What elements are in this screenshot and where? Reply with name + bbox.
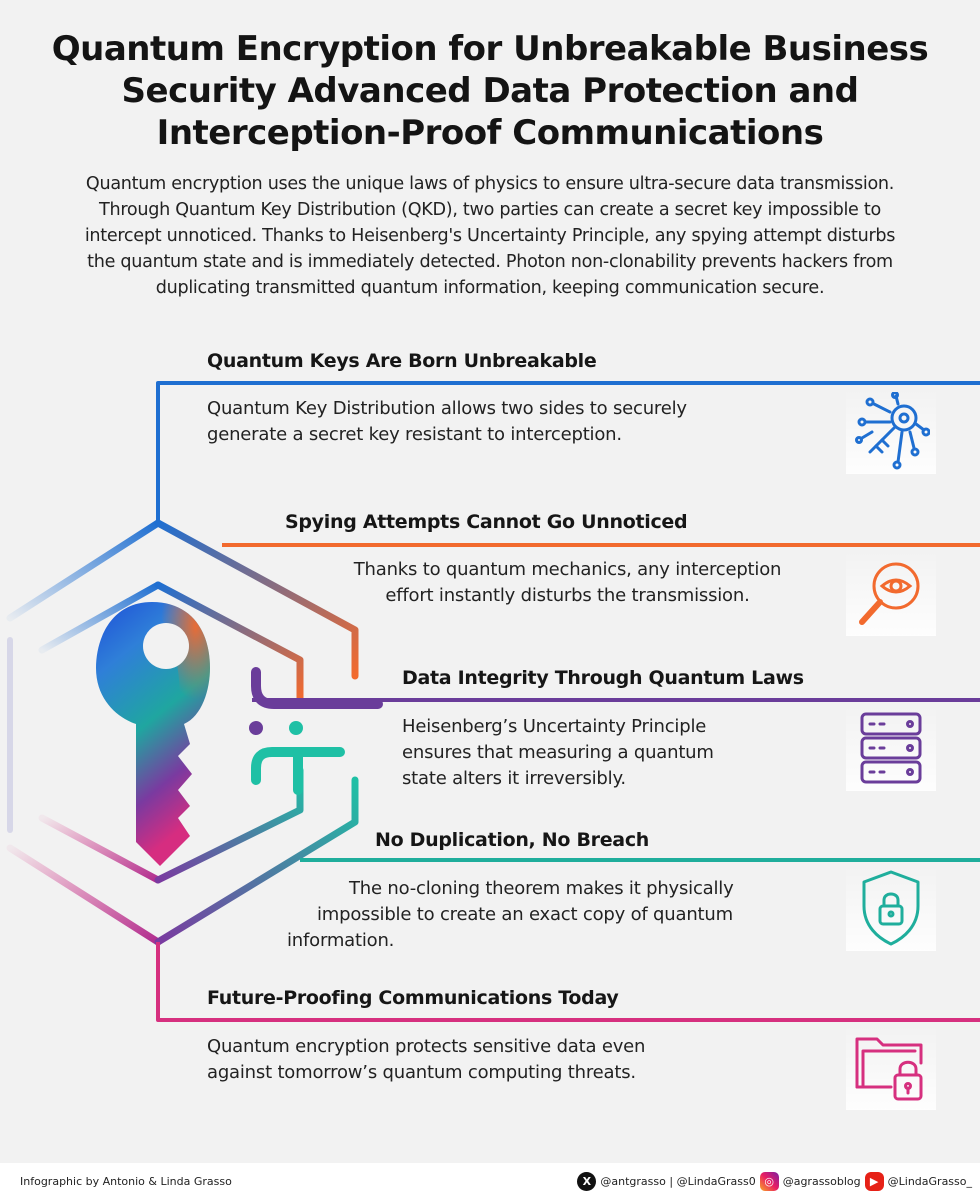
intro-line: the quantum state and is immediately det… — [87, 252, 893, 272]
magnifier-eye-icon — [846, 550, 936, 636]
hexagon-inner-bottom-left — [38, 814, 162, 884]
section-1-frame — [156, 381, 980, 523]
footer: Infographic by Antonio & Linda Grasso X … — [0, 1163, 980, 1200]
youtube-icon[interactable]: ▶ — [864, 1172, 884, 1191]
hexagon-inner-top-left — [38, 581, 162, 654]
folder-lock-icon — [846, 1024, 936, 1110]
intro-paragraph: Quantum encryption uses the unique laws … — [18, 171, 962, 301]
text-line: ensures that measuring a quantum — [402, 742, 714, 763]
section-text-quantum-keys: Quantum Key Distribution allows two side… — [207, 396, 827, 448]
hexagon-inner-top-right — [154, 581, 304, 704]
hexagon-outer-top-left — [6, 519, 162, 622]
shield-lock-icon — [846, 865, 936, 951]
section-5-frame — [156, 942, 980, 1022]
title-line: Security Advanced Data Protection and — [121, 71, 859, 111]
hexagon-outer-bottom-right — [154, 776, 359, 946]
text-line: Thanks to quantum mechanics, any interce… — [353, 559, 782, 580]
hexagon-outer-top-right — [154, 519, 359, 680]
section-title-data-integrity: Data Integrity Through Quantum Laws — [402, 667, 804, 689]
connector-purple — [251, 667, 383, 709]
text-line: effort instantly disturbs the transmissi… — [385, 585, 750, 606]
intro-line: Through Quantum Key Distribution (QKD), … — [99, 200, 881, 220]
text-line: impossible to create an exact copy of qu… — [317, 904, 733, 925]
x-icon[interactable]: X — [577, 1172, 597, 1191]
text-line: Heisenberg’s Uncertainty Principle — [402, 716, 707, 737]
section-text-spying-attempts: Thanks to quantum mechanics, any interce… — [310, 557, 825, 609]
key-hole — [143, 623, 189, 669]
text-line: Quantum Key Distribution allows two side… — [207, 398, 687, 419]
connector-teal — [251, 747, 345, 785]
connector-dot-teal — [289, 721, 303, 735]
title-line: Quantum Encryption for Unbreakable Busin… — [51, 29, 929, 69]
text-line: state alters it irreversibly. — [402, 768, 626, 789]
section-text-data-integrity: Heisenberg’s Uncertainty Principle ensur… — [402, 714, 822, 792]
section-title-no-duplication: No Duplication, No Breach — [375, 829, 650, 851]
text-line: against tomorrow’s quantum computing thr… — [207, 1062, 636, 1083]
instagram-icon[interactable]: ◎ — [759, 1172, 779, 1191]
page-title: Quantum Encryption for Unbreakable Busin… — [20, 28, 960, 154]
intro-line: Quantum encryption uses the unique laws … — [85, 174, 895, 194]
hexagon-outer-bottom-left — [6, 844, 162, 946]
youtube-handle[interactable]: @LindaGrasso_ — [887, 1175, 972, 1188]
instagram-handle[interactable]: @agrassoblog — [782, 1175, 861, 1188]
key-icon — [96, 602, 210, 866]
text-line: Quantum encryption protects sensitive da… — [207, 1036, 646, 1057]
server-stack-icon — [846, 705, 936, 791]
section-title-future-proofing: Future-Proofing Communications Today — [207, 987, 619, 1009]
text-line: generate a secret key resistant to inter… — [207, 424, 622, 445]
title-line: Interception-Proof Communications — [156, 113, 824, 153]
section-text-no-duplication: The no-cloning theorem makes it physical… — [287, 876, 797, 954]
x-handle[interactable]: @antgrasso | @LindaGrass0 — [600, 1175, 756, 1188]
footer-credit: Infographic by Antonio & Linda Grasso — [20, 1175, 232, 1188]
text-line: information. — [287, 930, 395, 951]
circuit-key-icon — [846, 388, 936, 474]
section-title-spying-attempts: Spying Attempts Cannot Go Unnoticed — [285, 511, 688, 533]
intro-line: duplicating transmitted quantum informat… — [155, 278, 825, 298]
text-line: The no-cloning theorem makes it physical… — [349, 878, 734, 899]
section-title-quantum-keys: Quantum Keys Are Born Unbreakable — [207, 350, 597, 372]
intro-line: intercept unnoticed. Thanks to Heisenber… — [84, 226, 896, 246]
footer-social: X @antgrasso | @LindaGrass0 ◎ @agrassobl… — [577, 1172, 972, 1191]
connector-dot-purple — [249, 721, 263, 735]
section-text-future-proofing: Quantum encryption protects sensitive da… — [207, 1034, 827, 1086]
